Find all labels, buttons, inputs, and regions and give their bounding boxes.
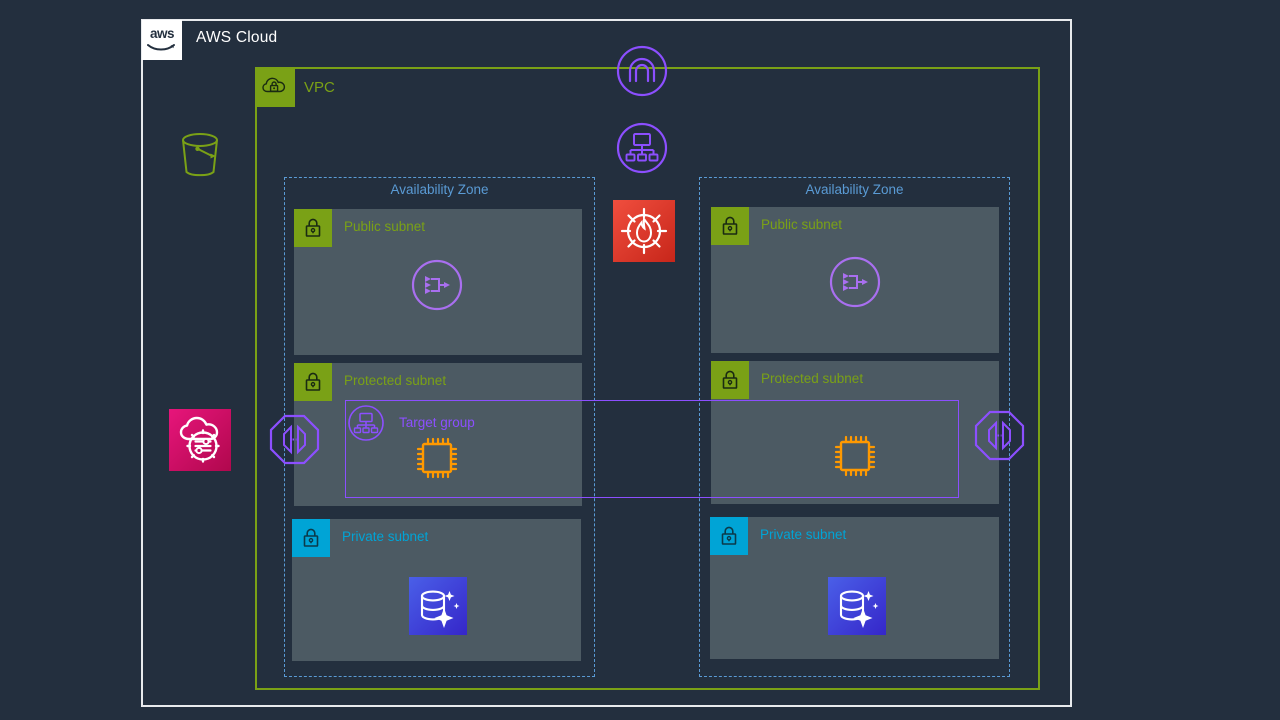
target-group-icon <box>347 404 385 447</box>
availability-zone-right <box>699 177 1010 677</box>
protected-subnet-left: Protected subnet <box>294 363 582 506</box>
network-firewall-icon <box>613 200 675 262</box>
protected-subnet-right: Protected subnet <box>711 361 999 504</box>
subnet-lock-icon <box>711 361 749 399</box>
availability-zone-right-label: Availability Zone <box>805 182 904 197</box>
internet-gateway-icon <box>616 45 668 97</box>
nat-gateway-icon <box>829 256 881 308</box>
subnet-lock-icon <box>710 517 748 555</box>
subnet-lock-icon <box>292 519 330 557</box>
vpc-cloud-lock-icon <box>255 67 295 107</box>
private-subnet-left-label: Private subnet <box>342 529 429 544</box>
protected-subnet-right-label: Protected subnet <box>761 371 864 386</box>
nat-gateway-icon <box>411 259 463 311</box>
target-group-label: Target group <box>399 415 475 430</box>
vpc-label: VPC <box>304 79 335 96</box>
ec2-instance-icon <box>412 433 462 483</box>
load-balancer-icon <box>269 414 320 465</box>
aws-logo-text: aws <box>149 26 175 41</box>
subnet-lock-icon <box>294 209 332 247</box>
aurora-database-icon <box>409 577 467 635</box>
availability-zone-left <box>284 177 595 677</box>
public-subnet-left-label: Public subnet <box>344 219 426 234</box>
aurora-database-icon <box>828 577 886 635</box>
aws-cloud-label: AWS Cloud <box>196 29 278 46</box>
s3-bucket-icon <box>176 131 224 181</box>
public-subnet-right: Public subnet <box>711 207 999 353</box>
cloudfront-icon <box>169 409 231 471</box>
route-table-icon <box>616 122 668 174</box>
private-subnet-right-label: Private subnet <box>760 527 847 542</box>
load-balancer-icon <box>974 410 1025 461</box>
availability-zone-left-label: Availability Zone <box>390 182 489 197</box>
protected-subnet-left-label: Protected subnet <box>344 373 447 388</box>
aws-cloud-boundary <box>141 19 1072 707</box>
public-subnet-right-label: Public subnet <box>761 217 843 232</box>
subnet-lock-icon <box>294 363 332 401</box>
aws-smile-icon <box>147 44 175 51</box>
aws-logo: aws <box>142 20 182 60</box>
subnet-lock-icon <box>711 207 749 245</box>
ec2-instance-icon <box>830 431 880 481</box>
public-subnet-left: Public subnet <box>294 209 582 355</box>
